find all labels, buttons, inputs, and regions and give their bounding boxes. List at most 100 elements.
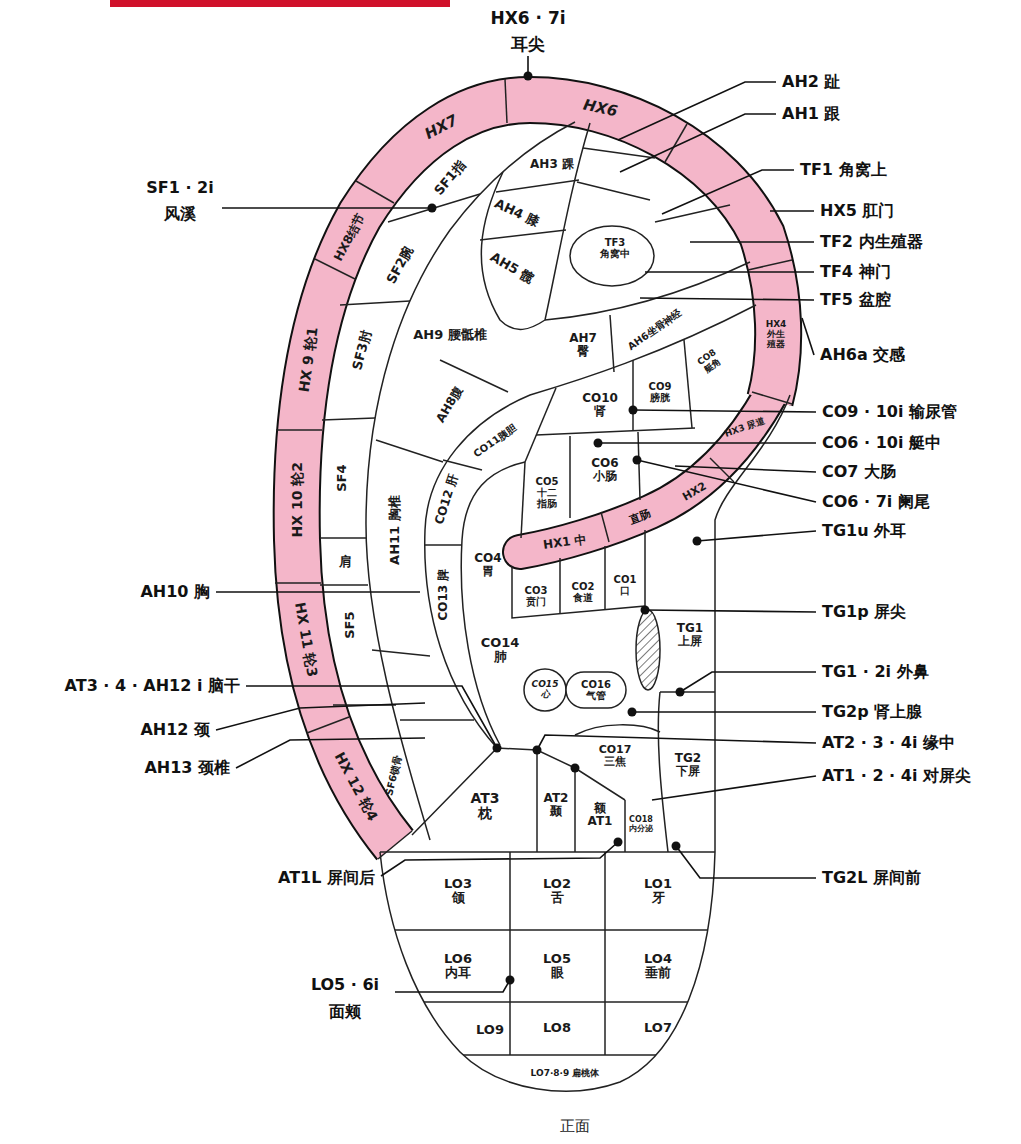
region-label: LO9	[476, 1023, 504, 1037]
region-label: CO9 膀胱	[648, 381, 672, 403]
callout-label: AH6a 交感	[820, 345, 905, 364]
leader-line	[645, 610, 816, 612]
region-outline	[370, 1054, 720, 1056]
leader-line	[620, 114, 776, 172]
ear-region: CO9 膀胱	[648, 381, 672, 403]
region-outline	[370, 1001, 720, 1003]
callout-label: HX6 · 7i	[490, 8, 565, 28]
region-label: CO13 脾	[437, 569, 450, 621]
callout-label: TG2L 屏间前	[822, 868, 921, 887]
ear-region: SF1指	[432, 158, 469, 198]
region-outline	[566, 672, 626, 708]
region-label: SF2腕	[384, 244, 416, 286]
region-label: AH11 胸椎	[388, 495, 402, 565]
region-label: LO7·8·9 扁桃体	[531, 1069, 600, 1079]
region-outline	[525, 388, 556, 462]
leader-line	[645, 271, 814, 273]
marker-dot	[641, 606, 650, 615]
region-label: CO10 肾	[581, 392, 619, 418]
ear-region: LO2 舌	[540, 877, 574, 906]
marker-dot	[493, 744, 502, 753]
region-label: CO8 艇角	[695, 348, 724, 377]
ear-region: CO8 艇角	[695, 348, 724, 377]
ear-region: HX4 外生殖器	[763, 320, 789, 350]
ear-region: CO14 肺	[479, 636, 521, 665]
region-label: AH6坐骨神经	[626, 306, 684, 351]
region-outline	[372, 650, 430, 656]
callout-label: TG2p 肾上腺	[822, 702, 922, 721]
band-divider	[275, 79, 792, 859]
marker-dot	[693, 537, 702, 546]
callout-label: CO9 · 10i 输尿管	[822, 402, 957, 421]
region-label: LO6 内耳	[441, 952, 475, 981]
region-label: CO12 肝	[433, 473, 462, 526]
region-outline	[574, 768, 576, 852]
region-outline	[545, 123, 590, 320]
region-label: SF1指	[432, 158, 469, 198]
region-label: LO8	[543, 1021, 571, 1035]
leader-line	[381, 842, 618, 876]
region-label: AH3 踝	[530, 158, 574, 171]
ear-region: AH6坐骨神经	[626, 306, 684, 351]
callout-label: AH1 跟	[782, 104, 840, 123]
region-label: LO1 牙	[641, 877, 675, 906]
region-label: SF5	[343, 611, 357, 638]
callout-label: TF2 内生殖器	[820, 232, 923, 251]
ear-region: LO1 牙	[641, 877, 675, 906]
callout-label: TG1u 外耳	[822, 521, 906, 540]
ear-region: CO17 三焦	[597, 744, 633, 768]
region-outline	[512, 530, 645, 618]
region-label: LO4 垂前	[641, 952, 675, 981]
region-label: CO18 内分泌	[627, 816, 655, 834]
region-outline	[658, 692, 668, 852]
ear-region: LO8	[543, 1021, 571, 1035]
region-outline	[366, 122, 575, 840]
region-outline	[632, 360, 634, 430]
region-outline	[559, 558, 561, 614]
leader-line	[690, 241, 814, 243]
region-outline	[400, 719, 474, 721]
marker-dot	[428, 204, 437, 213]
ear-region: LO4 垂前	[641, 952, 675, 981]
callout-label: TF5 盆腔	[820, 290, 891, 309]
region-outline	[322, 418, 375, 420]
region-label: AT2 颞	[541, 792, 571, 818]
region-label: TG2 下屏	[672, 752, 704, 778]
region-label: HX4 外生殖器	[763, 320, 789, 350]
callout-label: 面颊	[329, 1002, 361, 1021]
region-outline	[583, 148, 655, 158]
ear-region: TG1 上屏	[674, 622, 706, 648]
region-outline	[536, 750, 538, 852]
region-label: HX 10 轮2	[290, 462, 305, 537]
region-outline	[604, 546, 606, 610]
region-outline	[370, 852, 720, 1055]
region-label: AH4 膝	[492, 196, 541, 229]
ear-region: CO6 小肠	[590, 457, 620, 483]
caption: 正面	[560, 1117, 590, 1136]
region-outline	[715, 395, 790, 852]
callout-label: CO6 · 7i 阑尾	[822, 492, 930, 511]
leader-line	[637, 460, 816, 502]
callout-label: CO6 · 10i 艇中	[822, 433, 941, 452]
ear-region: AH7 臀	[568, 332, 598, 358]
callout-label: AH13 颈椎	[144, 758, 230, 777]
region-outline	[320, 584, 368, 586]
ear-region: CO4 胃	[473, 552, 503, 578]
region-outline	[684, 340, 692, 428]
band-divider	[505, 79, 507, 123]
region-outline	[655, 205, 730, 222]
ear-region: SF3肘	[350, 329, 374, 372]
region-outline	[570, 226, 654, 286]
band-divider	[356, 181, 394, 203]
region-label: CO15 心	[531, 680, 559, 700]
callout-label: AT3 · 4 · AH12 i 脑干	[65, 676, 240, 695]
callout-label: TF4 神门	[820, 262, 891, 281]
region-outline	[376, 440, 443, 462]
ear-region: 肩	[339, 555, 352, 569]
leader-line	[618, 82, 776, 140]
callout-label: AT1L 屏间后	[278, 868, 375, 887]
ear-region: HX 10 轮2	[290, 462, 305, 537]
helix-band	[520, 392, 772, 552]
region-outline	[480, 230, 566, 240]
ear-region: AH8腹	[434, 385, 465, 426]
